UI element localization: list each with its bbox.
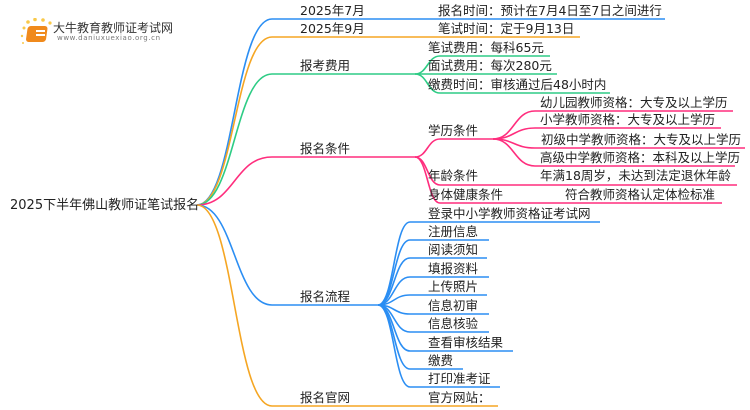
connector-process-step: [377, 304, 500, 388]
logo-title: 大牛教育教师证考试网: [53, 21, 174, 35]
node-process-step[interactable]: 上传照片: [428, 279, 479, 294]
logo-url: www.daniuxuexiao.org.cn: [57, 34, 161, 42]
node-fee-item[interactable]: 面试费用：每次280元: [428, 58, 552, 73]
node-health[interactable]: 身体健康条件: [428, 187, 504, 202]
node-website[interactable]: 报名官网: [300, 390, 351, 405]
connector-website: [196, 204, 498, 407]
node-education[interactable]: 学历条件: [428, 123, 479, 138]
connector-july: [196, 18, 415, 206]
connector-education-item: [492, 138, 735, 167]
node-age-value[interactable]: 年满18周岁，未达到法定退休年龄: [540, 168, 731, 183]
node-september[interactable]: 2025年9月: [300, 21, 365, 36]
root-node[interactable]: 2025下半年佛山教师证笔试报名: [10, 198, 200, 213]
node-health-value[interactable]: 符合教师资格认定体检标准: [565, 187, 716, 202]
node-process-step[interactable]: 缴费: [428, 353, 454, 368]
node-fee-item[interactable]: 笔试费用：每科65元: [428, 40, 544, 55]
node-conditions[interactable]: 报名条件: [300, 141, 351, 156]
node-education-item[interactable]: 初级中学教师资格：大专及以上学历: [541, 132, 742, 147]
connector-education: [414, 138, 493, 158]
node-process-step[interactable]: 阅读须知: [428, 242, 479, 257]
node-process-step[interactable]: 信息核验: [428, 316, 479, 331]
node-process[interactable]: 报名流程: [300, 289, 351, 304]
node-official-site[interactable]: 官方网站：: [428, 390, 491, 405]
connector-fees: [196, 73, 415, 206]
node-process-step[interactable]: 打印准考证: [428, 371, 491, 386]
node-registration-time[interactable]: 报名时间：预计在7月4日至7日之间进行: [438, 3, 662, 18]
node-education-item[interactable]: 小学教师资格：大专及以上学历: [540, 112, 716, 127]
connector-fee-item: [414, 73, 610, 94]
book-logo-icon: [20, 18, 52, 44]
node-age[interactable]: 年龄条件: [428, 168, 479, 183]
node-fees[interactable]: 报考费用: [300, 58, 351, 73]
node-process-step[interactable]: 查看审核结果: [428, 335, 504, 350]
connector-conditions: [196, 156, 415, 206]
node-process-step[interactable]: 登录中小学教师资格证考试网: [428, 206, 591, 221]
connector-health: [414, 156, 722, 204]
node-process-step[interactable]: 信息初审: [428, 298, 479, 313]
node-process-step[interactable]: 填报资料: [428, 261, 479, 276]
connector-september: [196, 36, 415, 206]
connector-process-step: [377, 221, 600, 306]
node-process-step[interactable]: 注册信息: [428, 224, 479, 239]
node-fee-item[interactable]: 缴费时间：审核通过后48小时内: [428, 77, 607, 92]
node-education-item[interactable]: 高级中学教师资格：本科及以上学历: [540, 150, 741, 165]
node-education-item[interactable]: 幼儿园教师资格：大专及以上学历: [540, 95, 728, 110]
node-july[interactable]: 2025年7月: [300, 3, 365, 18]
connector-process: [196, 204, 378, 306]
node-exam-time[interactable]: 笔试时间：定于9月13日: [438, 21, 575, 36]
